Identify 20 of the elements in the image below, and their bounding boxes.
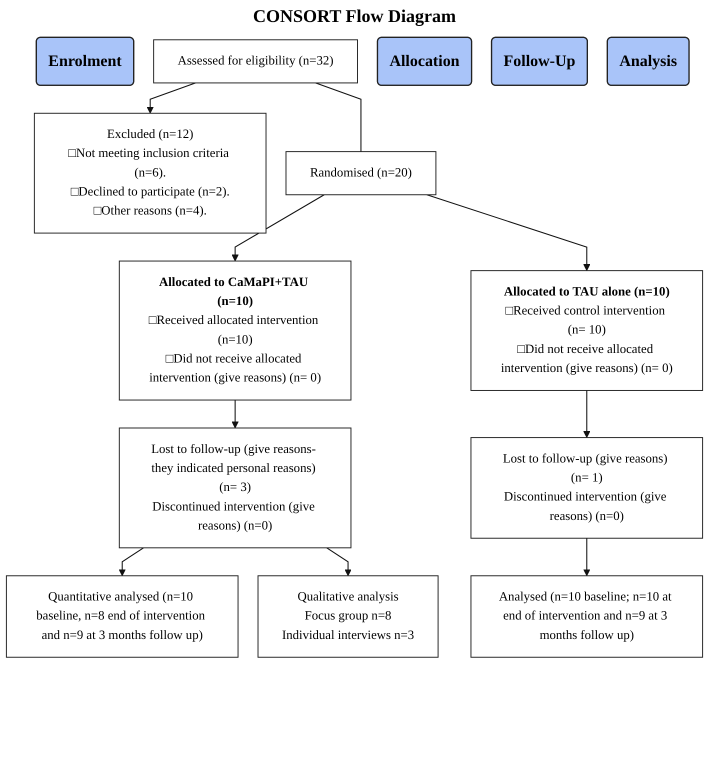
arrow: [326, 547, 352, 576]
node-box: Allocated to CaMaPI+TAU (n=10) □Received allocated intervention (n=10) □Did not receive allocated intervention (give reasons) (n= 0): [118, 260, 352, 401]
node-box: Lost to follow-up (give reasons- they indicated personal reasons) (n= 3) Discontinued intervention (give reasons) (n=0): [118, 428, 352, 548]
arrow: [426, 194, 590, 271]
arrow: [232, 194, 324, 262]
diagram-title: CONSORT Flow Diagram: [252, 6, 458, 27]
node-box: Qualitative analysis Focus group n=8 Individual interviews n=3: [258, 575, 439, 658]
node-box: Excluded (n=12) □Not meeting inclusion criteria (n=6). □Declined to participate (n=2). □Other reasons (n=4).: [34, 112, 266, 234]
node-box: Analysed (n=10 baseline; n=10 at end of intervention and n=9 at 3 months follow up): [470, 575, 704, 658]
node-box: Lost to follow-up (give reasons) (n= 1) Discontinued intervention (give reasons) (n=0): [470, 437, 704, 539]
connector: [315, 82, 362, 152]
node-box: Allocated to TAU alone (n=10) □Received control intervention (n= 10) □Did not receive allocated intervention (give reasons) (n= 0): [470, 270, 704, 391]
arrow: [146, 82, 196, 114]
arrow: [583, 538, 590, 576]
node-box: Assessed for eligibility (n=32): [153, 39, 358, 84]
node-box: Quantitative analysed (n=10 baseline, n=8 end of intervention and n=9 at 3 months follow up): [6, 575, 239, 658]
arrow: [583, 390, 590, 438]
arrow: [232, 400, 239, 428]
arrow: [118, 547, 144, 576]
node-box: Randomised (n=20): [286, 151, 436, 196]
